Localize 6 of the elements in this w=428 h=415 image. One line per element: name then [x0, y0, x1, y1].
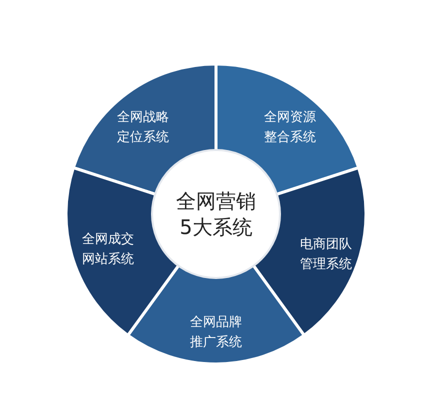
segment-label: 电商团队管理系统: [299, 236, 353, 274]
segment-label: 全网品牌推广系统: [189, 314, 243, 352]
center-label: 全网营销 5大系统: [175, 188, 257, 240]
segment-label: 全网战略定位系统: [116, 109, 170, 147]
segment-label: 全网资源整合系统: [263, 109, 317, 147]
segment-label: 全网成交网站系统: [81, 231, 135, 269]
